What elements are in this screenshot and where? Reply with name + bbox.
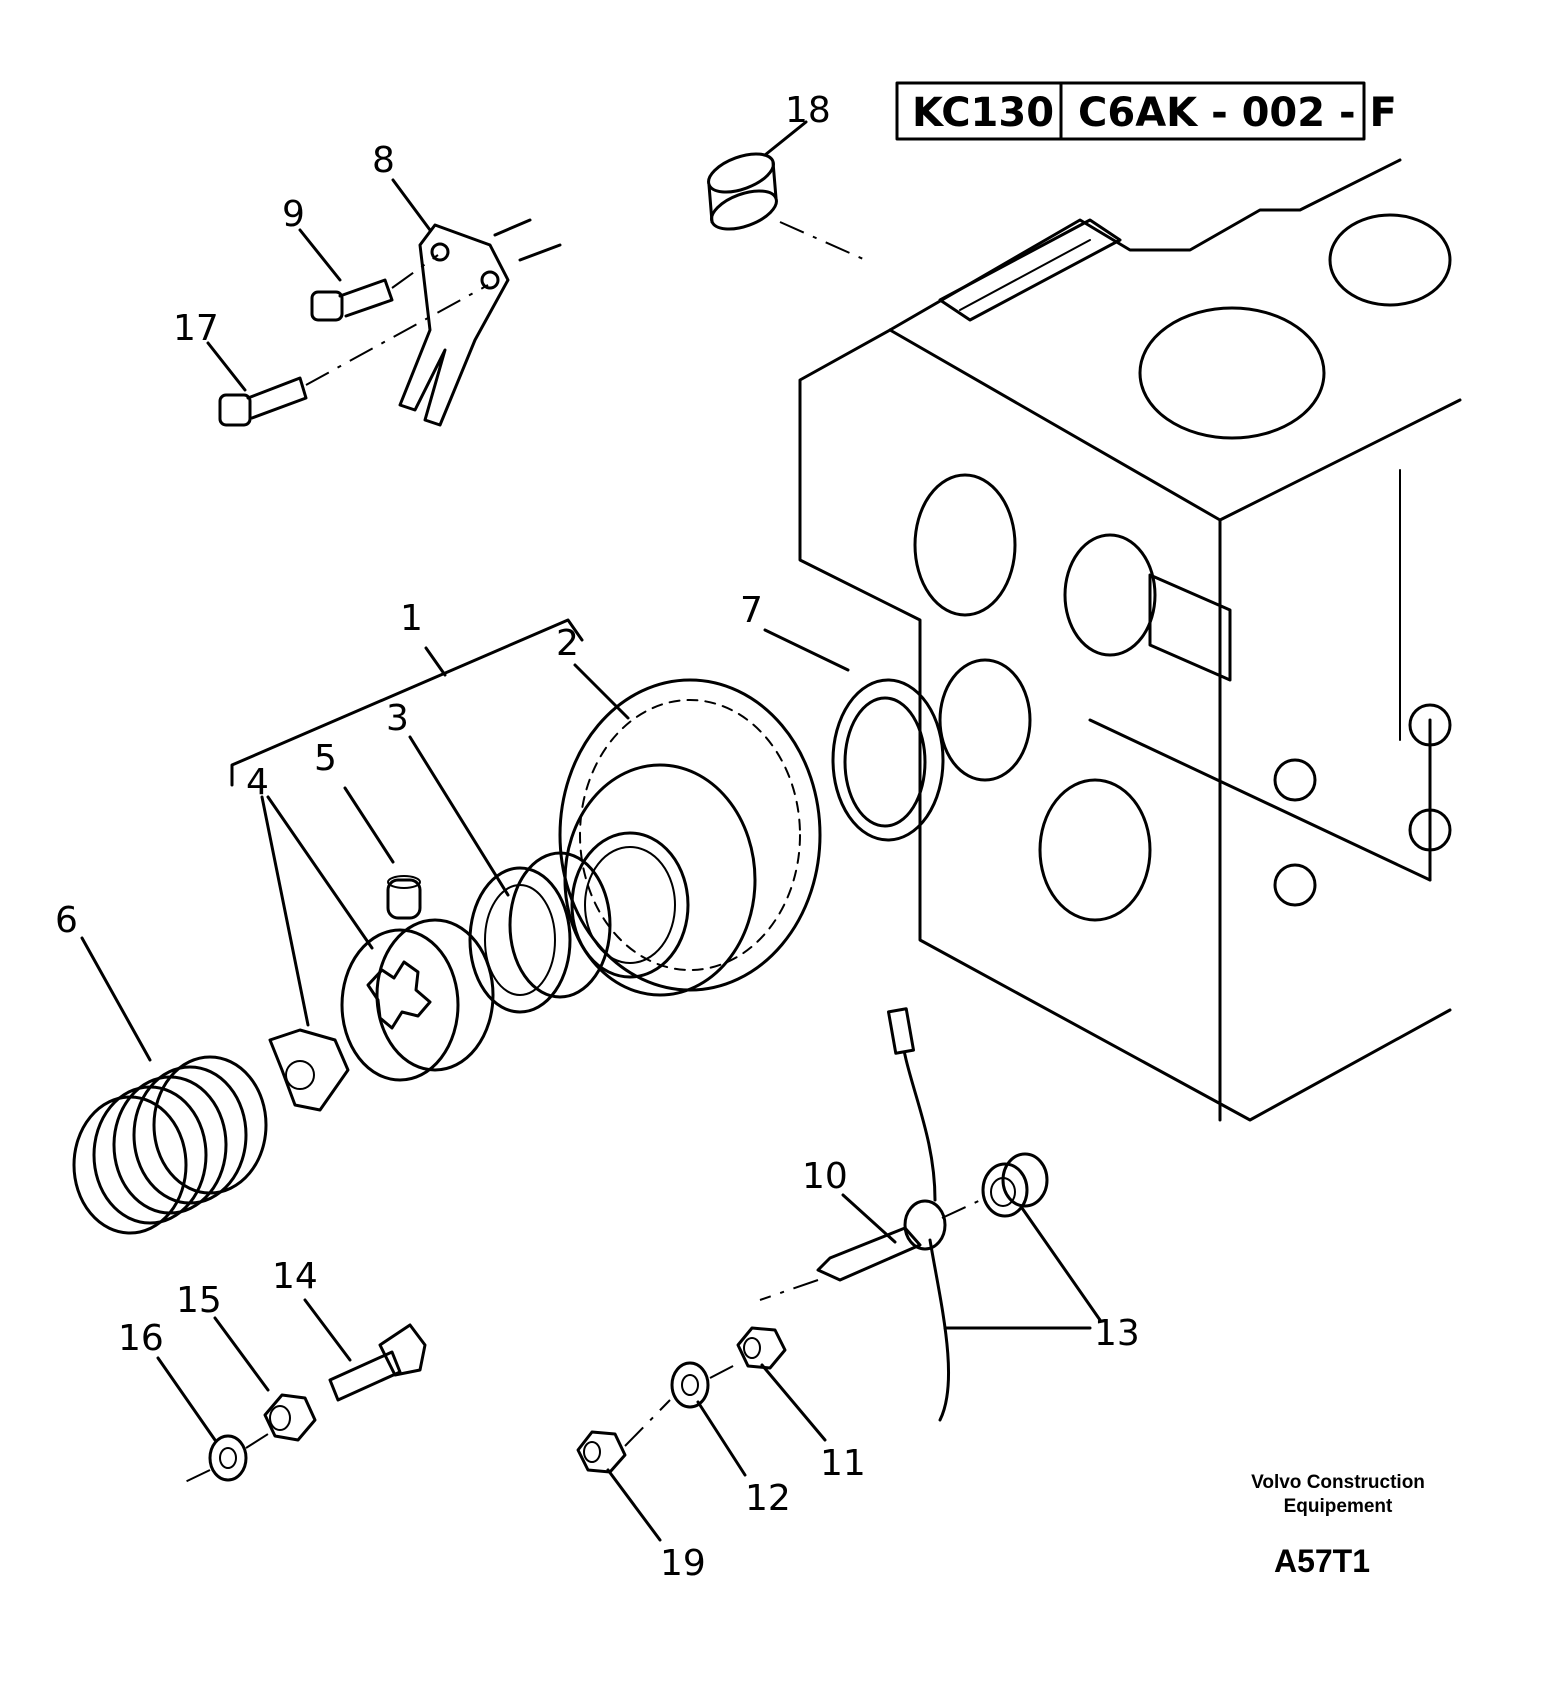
callout-9: 9 xyxy=(282,194,305,235)
part-16-washer xyxy=(184,1433,269,1483)
part-4-hub xyxy=(340,918,495,1082)
header-box: KC130 C6AK - 002 - F xyxy=(895,81,1397,141)
part-6-spring xyxy=(72,1055,268,1235)
callout-2: 2 xyxy=(556,623,579,664)
part-17-bolt xyxy=(218,284,489,427)
callout-5: 5 xyxy=(314,738,337,779)
drawing-code: A57T1 xyxy=(1274,1543,1370,1579)
callout-19: 19 xyxy=(660,1543,706,1584)
callout-12: 12 xyxy=(745,1478,791,1519)
callout-labels: 1 2 3 4 5 6 7 8 9 17 18 10 13 11 12 19 1… xyxy=(55,90,1140,1584)
brand-line-2: Equipement xyxy=(1284,1496,1393,1517)
part-10-sensor xyxy=(759,1007,986,1422)
reference-code: C6AK - 002 - F xyxy=(1078,90,1397,136)
callout-16: 16 xyxy=(118,1318,164,1359)
part-7-seal xyxy=(831,678,945,842)
callout-18: 18 xyxy=(785,90,831,131)
part-11-nut xyxy=(736,1326,787,1370)
leader-lines xyxy=(80,120,1102,1542)
part-15-nut xyxy=(263,1393,317,1442)
part-4-clip xyxy=(268,1028,350,1112)
callout-13: 13 xyxy=(1094,1313,1140,1354)
brand-line-1: Volvo Construction xyxy=(1251,1472,1425,1493)
callout-3: 3 xyxy=(386,698,409,739)
callout-17: 17 xyxy=(173,308,219,349)
callout-11: 11 xyxy=(820,1443,866,1484)
part-2-gear xyxy=(558,678,822,997)
part-3-bushing xyxy=(468,851,612,1014)
callout-1: 1 xyxy=(400,598,423,639)
part-19-nut xyxy=(576,1399,671,1474)
callout-8: 8 xyxy=(372,140,395,181)
engine-block xyxy=(798,158,1462,1122)
callout-6: 6 xyxy=(55,900,78,941)
callout-4: 4 xyxy=(246,762,269,803)
footer: Volvo Construction Equipement A57T1 xyxy=(1251,1472,1425,1579)
part-12-washer xyxy=(670,1361,736,1409)
part-18-sleeve xyxy=(707,152,871,263)
callout-10: 10 xyxy=(802,1156,848,1197)
model-code: KC130 xyxy=(912,90,1054,136)
callout-7: 7 xyxy=(740,590,763,631)
callout-14: 14 xyxy=(272,1256,318,1297)
part-8-bracket xyxy=(398,218,562,427)
part-13-cap xyxy=(981,1152,1049,1218)
part-9-bolt xyxy=(310,254,439,322)
part-14-bolt xyxy=(328,1323,427,1402)
part-5-pin xyxy=(386,875,422,920)
callout-15: 15 xyxy=(176,1280,222,1321)
group-1-bracket xyxy=(230,618,584,787)
